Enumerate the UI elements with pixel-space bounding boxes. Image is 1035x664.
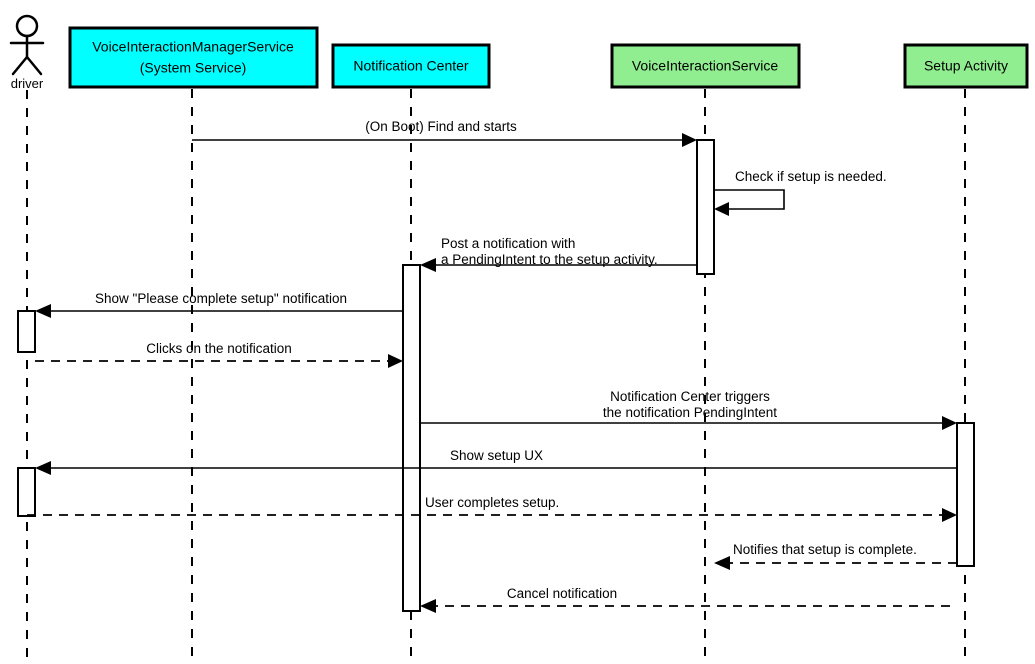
activation-notification-center-1 (402, 264, 421, 612)
message-label-notifies-that-setup-is-complete: Notifies that setup is complete. (733, 542, 917, 557)
message-label-notification-center-triggers-line2: the notification PendingIntent (603, 405, 777, 420)
message-label-clicks-on-the-notification: Clicks on the notification (146, 341, 292, 356)
participant-label-driver: driver (11, 76, 44, 91)
participant-box-vims[interactable] (68, 26, 319, 89)
message-label-show-setup-ux: Show setup UX (450, 448, 543, 463)
participant-vims[interactable]: VoiceInteractionManagerService (System S… (68, 26, 319, 89)
arrowhead-right-icon (682, 133, 697, 147)
message-label-check-if-setup-is-needed: Check if setup is needed. (735, 169, 887, 184)
message-self-loop (714, 189, 785, 210)
message-user-completes-setup[interactable]: User completes setup. (27, 495, 957, 522)
arrowhead-right-icon (942, 416, 957, 430)
participant-label-voiceinteractionservice: VoiceInteractionService (632, 58, 779, 74)
participant-box-setup-activity[interactable] (903, 43, 1029, 89)
activation-setup-activity-1 (956, 422, 975, 567)
message-notifies-that-setup-is-complete[interactable]: Notifies that setup is complete. (714, 542, 957, 570)
message-label-cancel-notification: Cancel notification (507, 586, 617, 601)
actor-leg-left-icon (11, 55, 29, 76)
arrowhead-right-icon (942, 508, 957, 522)
arrowhead-left-icon (420, 258, 436, 272)
arrowhead-left-icon (714, 556, 730, 570)
actor-head-icon (15, 14, 39, 38)
participant-voiceinteractionservice[interactable]: VoiceInteractionService (610, 43, 801, 89)
message-show-setup-ux[interactable]: Show setup UX (35, 448, 957, 475)
message-notification-center-triggers[interactable]: Notification Center triggers the notific… (420, 389, 957, 430)
participant-notification-center[interactable]: Notification Center (331, 43, 491, 89)
message-label-post-a-notification-line2: a PendingIntent to the setup activity. (441, 252, 658, 267)
message-label-post-a-notification-line1: Post a notification with (441, 236, 575, 251)
arrowhead-left-icon (714, 202, 729, 216)
message-cancel-notification[interactable]: Cancel notification (420, 586, 950, 613)
participant-box-notification-center[interactable] (331, 43, 491, 89)
message-label-notification-center-triggers-line1: Notification Center triggers (610, 389, 770, 404)
participant-setup-activity[interactable]: Setup Activity (903, 43, 1029, 89)
arrowhead-right-icon (388, 354, 403, 368)
message-on-boot-find-and-starts[interactable]: (On Boot) Find and starts (192, 119, 697, 147)
participant-label-setup-activity: Setup Activity (924, 58, 1008, 74)
message-show-please-complete-setup-notification[interactable]: Show "Please complete setup" notificatio… (35, 291, 403, 318)
arrowhead-left-icon (420, 599, 436, 613)
participant-label-notification-center: Notification Center (353, 58, 469, 74)
participant-label-vims-line1: VoiceInteractionManagerService (92, 39, 294, 55)
message-post-a-notification[interactable]: Post a notification with a PendingIntent… (420, 236, 697, 272)
participant-box-voiceinteractionservice[interactable] (610, 43, 801, 89)
activation-voiceinteractionservice-1 (696, 139, 715, 275)
message-check-if-setup-is-needed[interactable]: Check if setup is needed. (714, 169, 887, 216)
activations-layer (17, 139, 975, 612)
participant-label-vims-line2: (System Service) (140, 60, 247, 76)
message-label-on-boot-find-and-starts: (On Boot) Find and starts (365, 119, 517, 134)
arrowhead-left-icon (35, 304, 51, 318)
message-label-show-please-complete-setup-notification: Show "Please complete setup" notificatio… (95, 291, 347, 306)
actor-leg-right-icon (25, 55, 43, 76)
message-clicks-on-the-notification[interactable]: Clicks on the notification (35, 341, 403, 368)
message-label-user-completes-setup: User completes setup. (425, 495, 559, 510)
activation-driver-1 (17, 310, 36, 353)
participant-driver[interactable]: driver (9, 14, 45, 91)
arrowhead-left-icon (35, 461, 51, 475)
activation-driver-2 (17, 467, 36, 517)
